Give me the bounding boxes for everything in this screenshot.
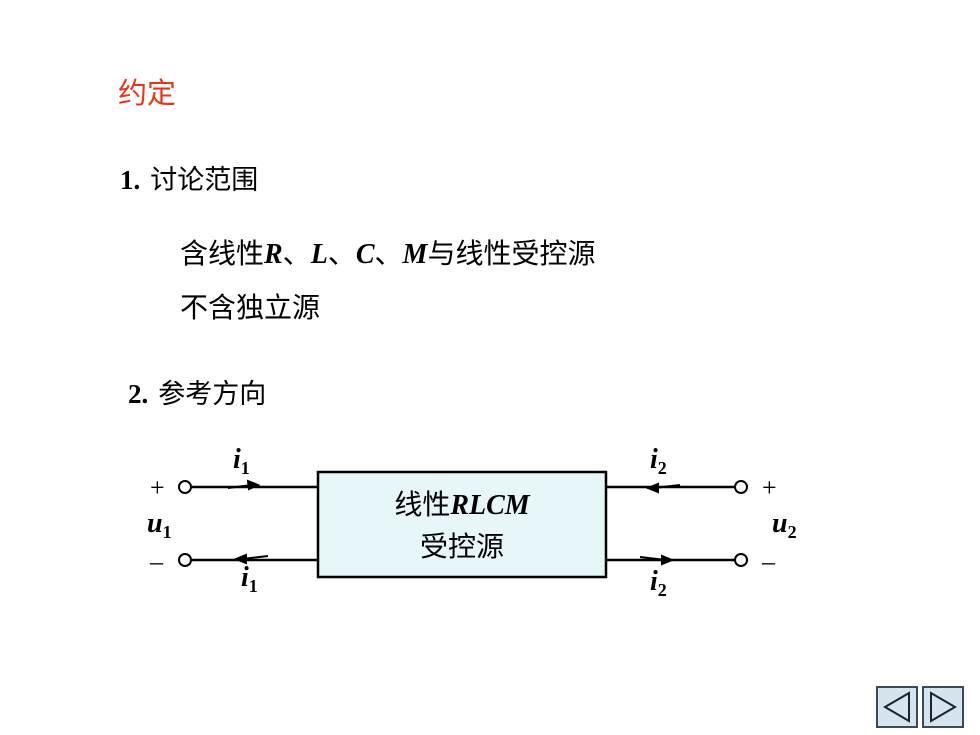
- next-slide-button[interactable]: [922, 686, 964, 728]
- triangle-left-icon: [883, 691, 910, 723]
- symbol-m: M: [402, 239, 428, 270]
- section-2-number: 2.: [128, 379, 149, 409]
- left-plus-sign: +: [150, 473, 165, 502]
- arrow-head-i2-top: [645, 482, 659, 494]
- scope-prefix: 含线性: [180, 237, 265, 270]
- current-label-i1-bottom: i1: [241, 562, 258, 596]
- box-label-line-1: 线性RLCM: [394, 488, 530, 521]
- current-subscript: 2: [658, 458, 667, 478]
- voltage-subscript: 1: [163, 522, 172, 542]
- symbol-r: R: [264, 239, 283, 270]
- section-1-title: 1. 讨论范围: [120, 158, 258, 197]
- left-minus-sign: –: [149, 547, 164, 576]
- current-label-i2-top: i2: [650, 444, 667, 478]
- current-label-i1-top: i1: [233, 444, 250, 478]
- box-label-italic: RLCM: [449, 490, 530, 521]
- scope-line-2: 不含独立源: [180, 291, 321, 324]
- current-symbol: i: [650, 566, 658, 597]
- right-plus-sign: +: [762, 473, 777, 502]
- separator: 、: [374, 237, 403, 270]
- network-box: [316, 470, 608, 579]
- arrow-head-i1-top: [246, 479, 261, 491]
- arrow-head-i1-bottom: [233, 553, 247, 565]
- section-2-label: 参考方向: [158, 379, 267, 410]
- box-label-line-2: 受控源: [420, 530, 504, 563]
- section-1-number: 1.: [120, 165, 141, 195]
- voltage-symbol: u: [147, 508, 163, 539]
- terminal-right-bottom: [734, 553, 748, 567]
- section-1-label: 讨论范围: [150, 165, 259, 196]
- prev-slide-button[interactable]: [876, 686, 918, 728]
- right-minus-sign: –: [761, 547, 776, 576]
- arrow-head-i2-bottom: [661, 554, 675, 566]
- scope-suffix: 与线性受控源: [427, 237, 596, 270]
- current-subscript: 1: [241, 458, 250, 478]
- current-subscript: 1: [249, 576, 258, 596]
- terminal-right-top: [734, 480, 748, 494]
- symbol-l: L: [310, 239, 328, 270]
- box-label-prefix: 线性: [394, 488, 450, 521]
- current-symbol: i: [233, 444, 241, 475]
- current-symbol: i: [241, 562, 249, 593]
- current-label-i2-bottom: i2: [650, 566, 667, 600]
- voltage-label-u2: u2: [772, 508, 797, 542]
- terminal-left-top: [178, 480, 192, 494]
- scope-line-1: 含线性R、L、C、M与线性受控源: [180, 232, 595, 272]
- separator: 、: [282, 237, 311, 270]
- current-subscript: 2: [658, 580, 667, 600]
- voltage-label-u1: u1: [147, 508, 172, 542]
- page-title: 约定: [118, 76, 177, 110]
- terminal-left-bottom: [178, 553, 192, 567]
- section-2-title: 2. 参考方向: [128, 372, 266, 411]
- triangle-right-icon: [930, 691, 957, 723]
- voltage-subscript: 2: [788, 522, 797, 542]
- separator: 、: [327, 237, 356, 270]
- current-symbol: i: [650, 444, 658, 475]
- voltage-symbol: u: [772, 508, 788, 539]
- symbol-c: C: [355, 239, 375, 270]
